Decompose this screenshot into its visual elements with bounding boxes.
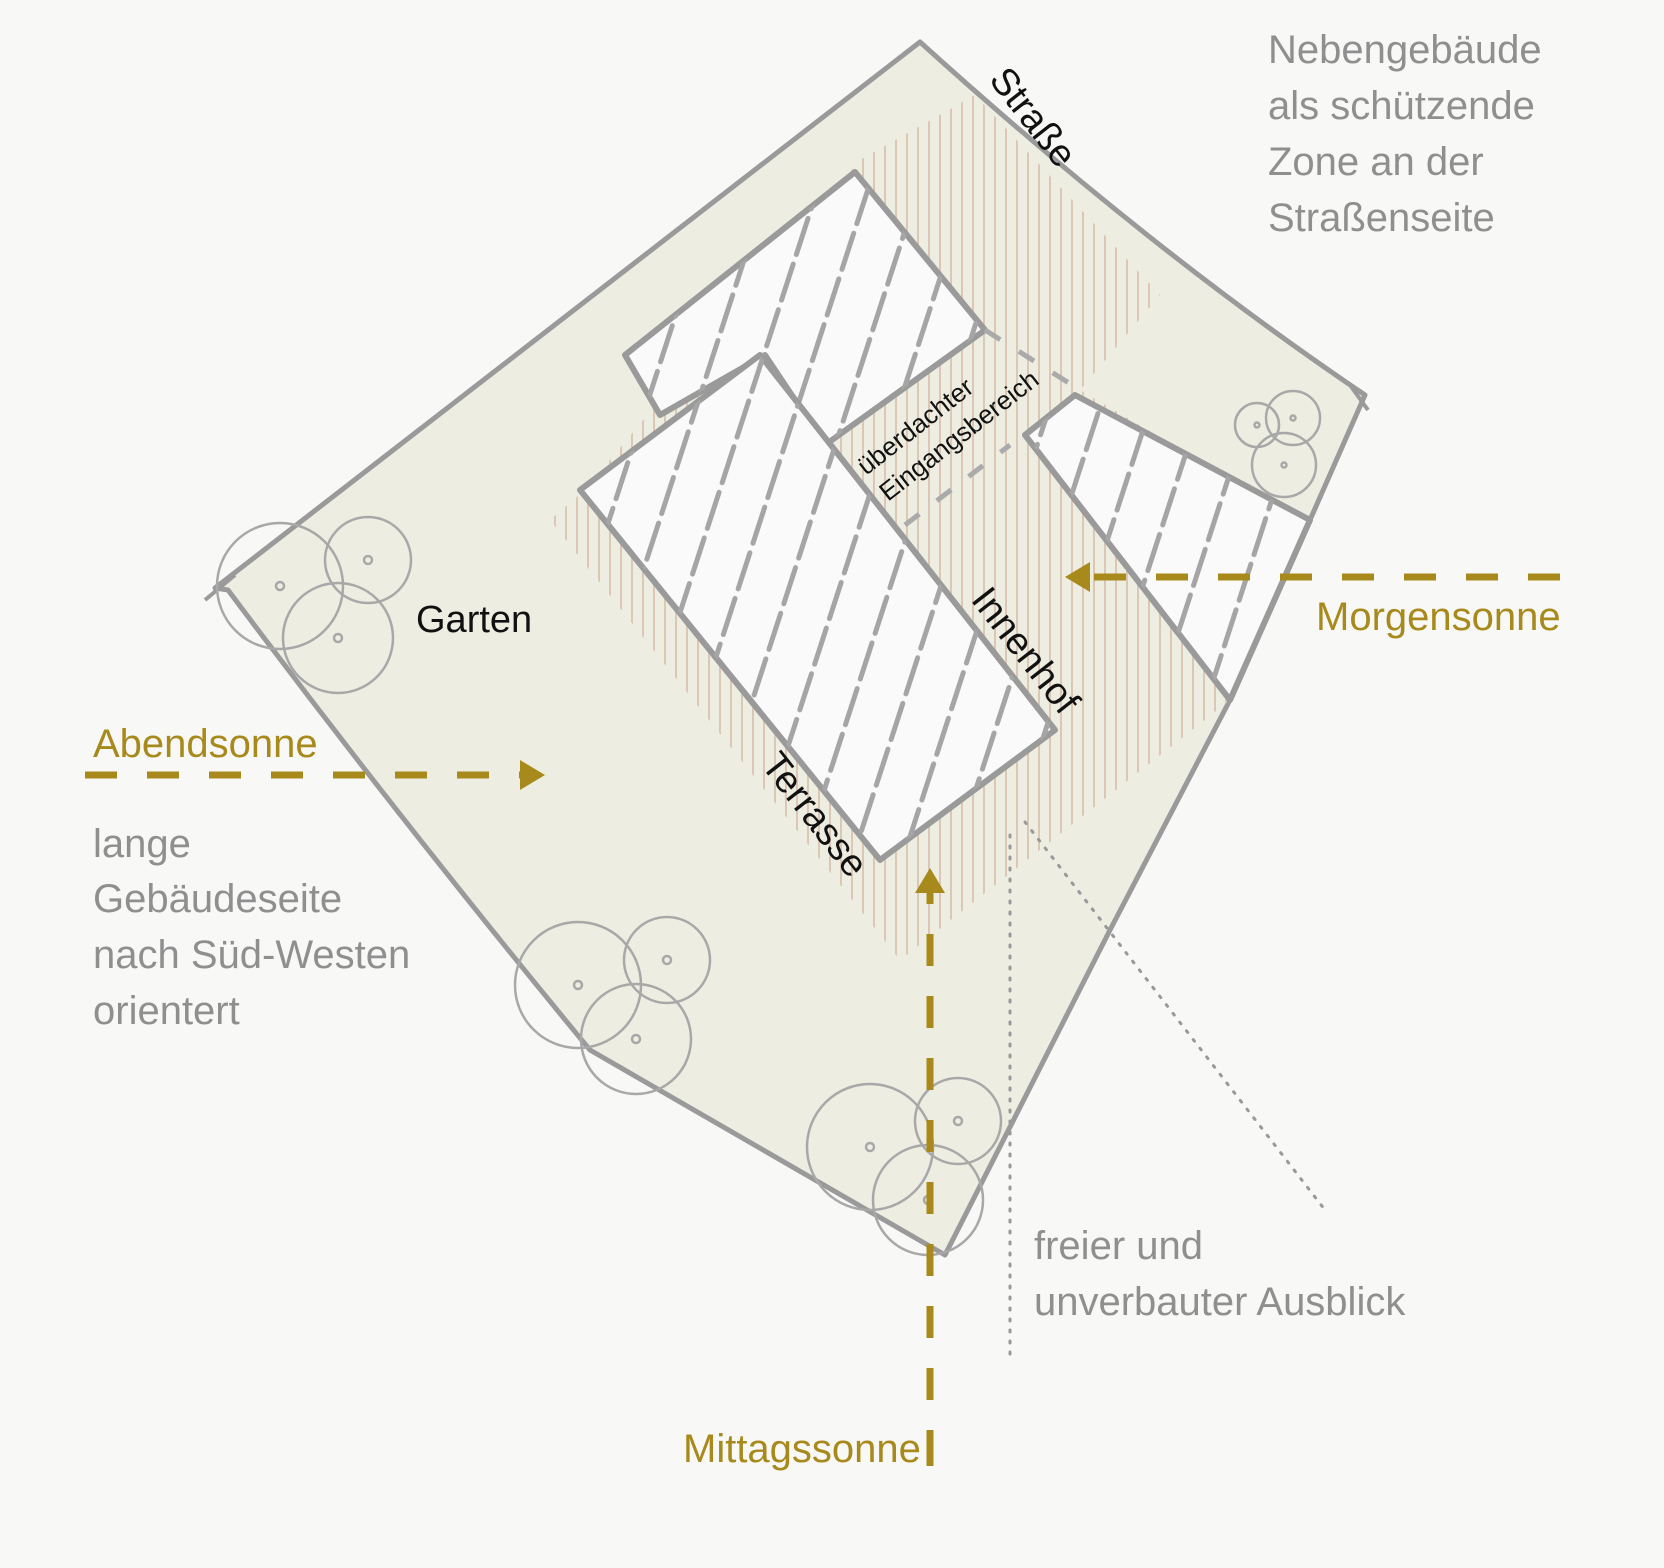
noon-sun-label: Mittagssonne [683,1427,921,1471]
garden-label: Garten [416,599,532,641]
entrance-canopy-outline [903,327,1082,527]
building-main [577,352,1058,863]
trees [215,389,1322,1257]
svg-text:freier und: freier und [1034,1224,1203,1268]
svg-text:als schützende: als schützende [1268,84,1535,128]
tree-group-east [1233,389,1322,499]
long-side-note: lange Gebäudeseite nach Süd-Westen orien… [93,822,410,1033]
svg-text:Straßenseite: Straßenseite [1268,196,1495,240]
svg-text:Zone an der: Zone an der [1268,140,1484,184]
svg-text:Nebengebäude: Nebengebäude [1268,28,1542,72]
svg-text:Gebäudeseite: Gebäudeseite [93,877,342,921]
view-note: freier und unverbauter Ausblick [1034,1224,1406,1324]
building-annex-top [622,169,988,448]
svg-text:nach Süd-Westen: nach Süd-Westen [93,933,410,977]
tree-group-garden [215,515,413,695]
morning-sun-arrow [1065,562,1560,592]
view-lines [1008,820,1327,1362]
svg-text:lange: lange [93,822,191,866]
tree-group-south [513,915,712,1096]
evening-sun-label: Abendsonne [93,722,318,766]
svg-text:unverbauter Ausblick: unverbauter Ausblick [1034,1280,1406,1324]
svg-text:orientert: orientert [93,989,240,1033]
evening-sun-arrow [85,760,545,790]
annex-note: Nebengebäude als schützende Zone an der … [1268,28,1542,240]
building-right [1022,392,1313,703]
noon-sun-arrow [915,868,945,1462]
morning-sun-label: Morgensonne [1316,595,1561,639]
